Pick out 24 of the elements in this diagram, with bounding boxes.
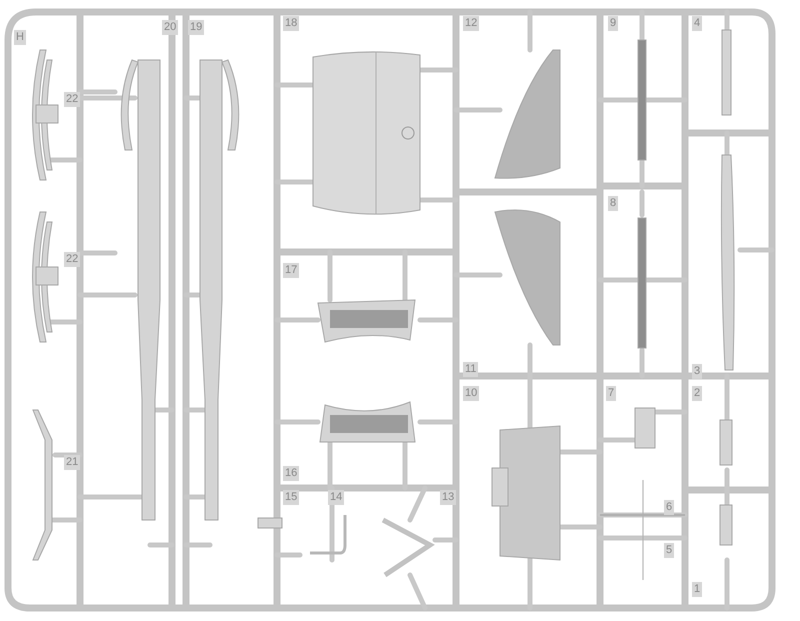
part-number: 2: [692, 386, 702, 401]
part-number: 10: [463, 386, 480, 401]
part-number: 18: [283, 16, 300, 31]
part-number: 8: [608, 196, 618, 211]
part-number: 14: [328, 490, 344, 505]
part-number: 22: [64, 252, 80, 267]
part-number: 13: [440, 490, 456, 505]
part-number: 11: [463, 362, 478, 377]
part-number: 1: [692, 582, 702, 597]
part-number: 22: [64, 92, 80, 107]
part-number: 12: [463, 16, 480, 31]
part-number: 21: [64, 455, 80, 470]
part-number: 15: [283, 490, 300, 505]
part-number: 19: [188, 20, 204, 35]
part-number: 3: [692, 364, 702, 379]
part-number: 16: [283, 466, 300, 481]
part-number: 5: [664, 543, 674, 558]
part-number: 20: [162, 20, 178, 35]
part-number: 6: [664, 500, 674, 515]
part-number: 4: [692, 16, 702, 31]
part-number: 7: [606, 386, 616, 401]
part-number: 17: [283, 263, 300, 278]
part-number: H: [14, 30, 26, 45]
part-number: 9: [608, 16, 618, 31]
